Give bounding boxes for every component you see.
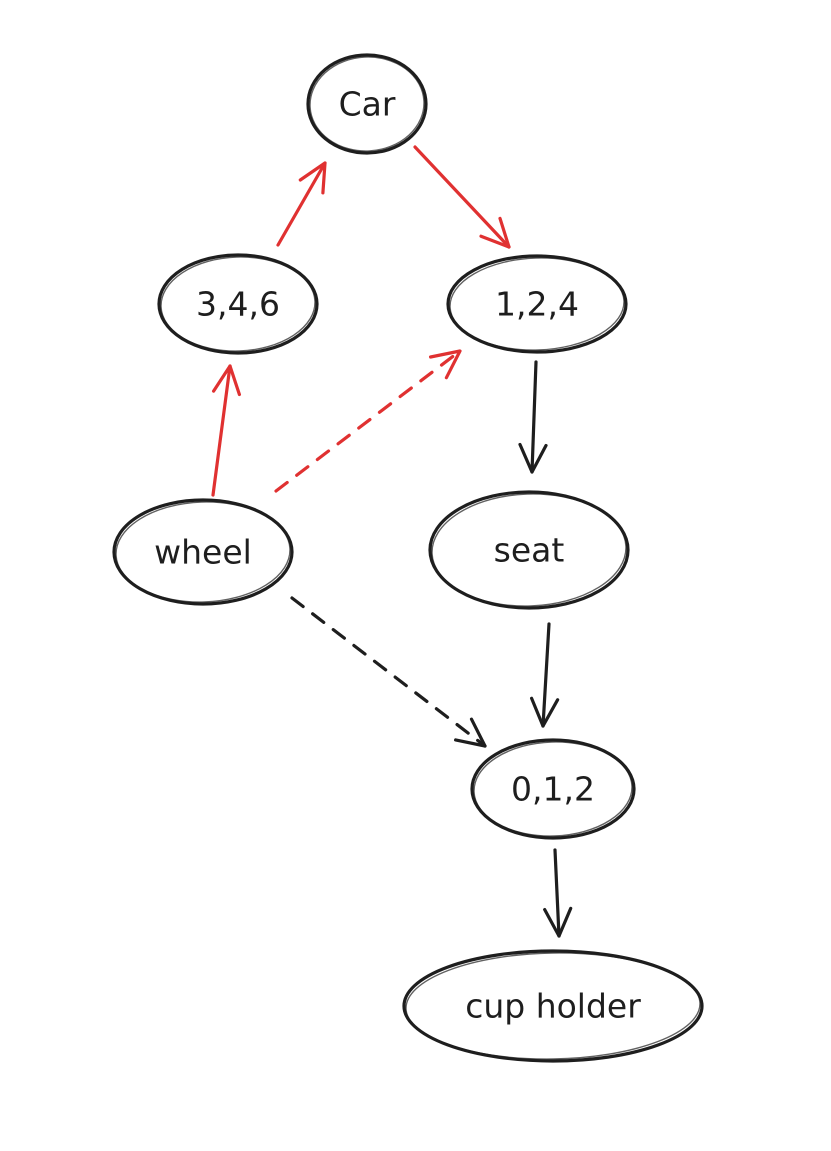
- node-cup-holder: cup holder: [402, 949, 704, 1063]
- arrowhead-seat-to-n012: [530, 696, 560, 728]
- node-wheel: wheel: [112, 498, 294, 606]
- node-wheel-label: wheel: [154, 533, 252, 572]
- edge-line-n012-to-cupholder: [553, 848, 561, 938]
- edge-wheel-to-n012: [290, 596, 487, 748]
- arrowhead-n012-to-cupholder: [543, 906, 573, 938]
- edge-line-n124-to-seat: [530, 360, 538, 474]
- arrowhead-wheel-to-n346: [212, 364, 241, 397]
- node-car-label: Car: [339, 85, 396, 124]
- node-cup-holder-label: cup holder: [465, 987, 641, 1026]
- arrowhead-car-to-n124: [479, 216, 511, 249]
- arrowhead-wheel-to-n012: [454, 717, 487, 748]
- edge-n012-to-cupholder: [543, 848, 573, 938]
- node-seat-label: seat: [494, 531, 565, 570]
- edge-wheel-to-n124: [274, 349, 462, 493]
- node-1-2-4: 1,2,4: [446, 254, 628, 354]
- edge-seat-to-n012: [530, 622, 560, 728]
- edge-wheel-to-n346: [211, 364, 241, 497]
- node-3-4-6: 3,4,6: [157, 253, 319, 355]
- edges-layer: [211, 145, 573, 938]
- edge-line-wheel-to-n346: [211, 364, 232, 497]
- edge-n124-to-seat: [518, 360, 548, 474]
- node-0-1-2-label: 0,1,2: [511, 770, 595, 809]
- arrowhead-n124-to-seat: [518, 442, 548, 474]
- node-seat: seat: [428, 490, 630, 610]
- edge-line-seat-to-n012: [541, 622, 551, 728]
- edge-line-wheel-to-n012: [290, 596, 487, 748]
- node-3-4-6-label: 3,4,6: [196, 285, 280, 324]
- edge-line-n346-to-car: [276, 161, 327, 247]
- node-car: Car: [306, 53, 428, 155]
- arrowhead-n346-to-car: [298, 161, 327, 195]
- edge-line-wheel-to-n124: [274, 349, 462, 493]
- edge-car-to-n124: [413, 145, 511, 249]
- edge-n346-to-car: [276, 161, 327, 247]
- node-1-2-4-label: 1,2,4: [495, 285, 579, 324]
- arrowhead-wheel-to-n124: [429, 349, 462, 380]
- edge-line-car-to-n124: [413, 145, 511, 249]
- node-0-1-2: 0,1,2: [470, 738, 636, 840]
